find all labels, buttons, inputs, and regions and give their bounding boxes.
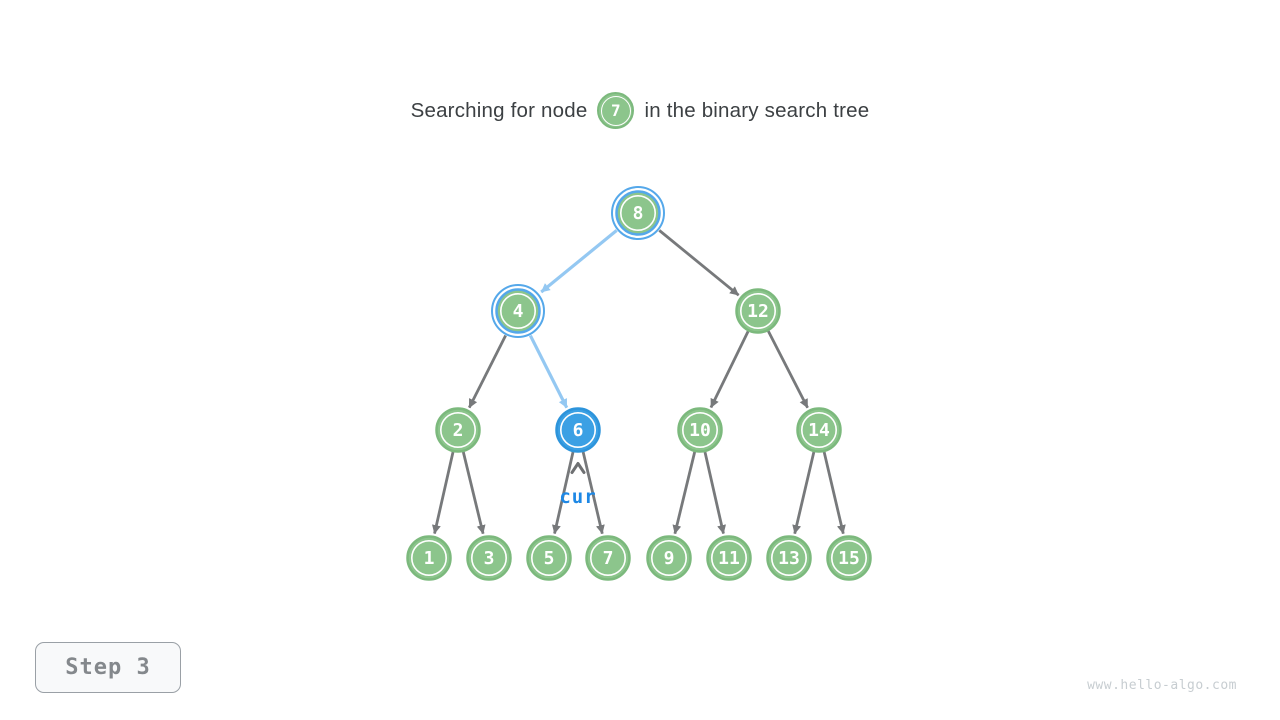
tree-node-3: 3 xyxy=(466,535,512,581)
title-target-node: 7 xyxy=(597,92,635,129)
tree-node-5: 5 xyxy=(526,535,572,581)
tree-node-10: 10 xyxy=(677,407,723,453)
tree-node-2: 2 xyxy=(435,407,481,453)
tree-node-value: 3 xyxy=(484,548,495,569)
tree-node-value: 9 xyxy=(664,548,675,569)
tree-node-value: 11 xyxy=(718,548,740,569)
tree-node-8: 8 xyxy=(611,186,665,240)
tree-edge-4-2 xyxy=(468,334,507,409)
tree-edge-12-10 xyxy=(709,330,750,409)
tree-node-11: 11 xyxy=(706,535,752,581)
tree-node-1: 1 xyxy=(406,535,452,581)
tree-edge-2-1 xyxy=(432,451,455,535)
title-prefix: Searching for node xyxy=(410,98,588,122)
tree-edge-6-7 xyxy=(581,451,605,535)
tree-node-13: 13 xyxy=(766,535,812,581)
tree-node-value: 10 xyxy=(689,420,711,441)
tree-node-9: 9 xyxy=(646,535,692,581)
tree-edge-12-14 xyxy=(767,330,809,409)
tree-edge-10-11 xyxy=(703,451,726,535)
step-indicator: Step 3 xyxy=(35,642,181,693)
tree-edge-8-4 xyxy=(540,229,618,294)
tree-node-14: 14 xyxy=(796,407,842,453)
cur-pointer-label: cur xyxy=(559,486,596,508)
tree-node-15: 15 xyxy=(826,535,872,581)
diagram-title: Searching for node 7 in the binary searc… xyxy=(0,92,1280,129)
tree-node-value: 4 xyxy=(513,301,524,322)
tree-node-value: 15 xyxy=(838,548,860,569)
tree-edge-14-15 xyxy=(822,451,846,535)
tree-node-value: 6 xyxy=(573,420,584,441)
tree-edge-2-3 xyxy=(461,451,486,535)
tree-node-value: 12 xyxy=(747,301,769,322)
tree-node-value: 7 xyxy=(603,548,614,569)
tree-node-value: 14 xyxy=(808,420,830,441)
title-target-node-value: 7 xyxy=(611,100,621,120)
cur-pointer-caret-icon xyxy=(570,462,586,474)
tree-edge-4-6 xyxy=(528,334,569,409)
tree-edge-6-5 xyxy=(552,451,575,535)
tree-node-value: 8 xyxy=(633,203,644,224)
tree-node-6: 6 xyxy=(555,407,601,453)
tree-node-12: 12 xyxy=(735,288,781,334)
watermark: www.hello-algo.com xyxy=(1087,678,1237,693)
tree-node-value: 5 xyxy=(544,548,555,569)
tree-node-value: 1 xyxy=(424,548,435,569)
tree-node-value: 13 xyxy=(778,548,800,569)
tree-node-value: 2 xyxy=(453,420,464,441)
tree-node-7: 7 xyxy=(585,535,631,581)
tree-edge-10-9 xyxy=(672,451,697,535)
tree-node-4: 4 xyxy=(491,284,545,338)
step-indicator-label: Step 3 xyxy=(65,655,151,680)
title-suffix: in the binary search tree xyxy=(644,98,870,122)
tree-edge-8-12 xyxy=(658,229,740,297)
tree-edge-14-13 xyxy=(792,451,816,535)
